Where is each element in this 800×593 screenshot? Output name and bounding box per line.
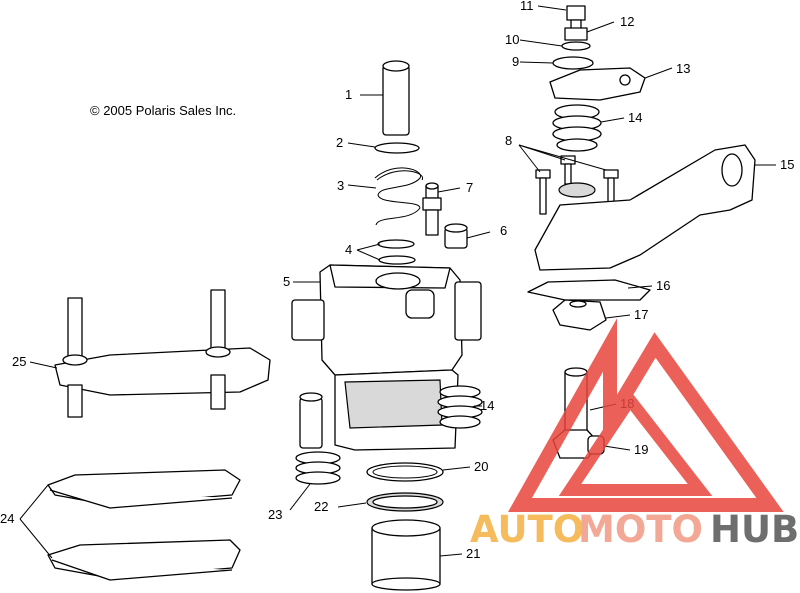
- callout-14-lower: 14: [480, 398, 494, 413]
- callout-3: 3: [337, 178, 344, 193]
- callout-2: 2: [336, 135, 343, 150]
- watermark-inner-triangle-icon: [558, 389, 713, 496]
- part-washer-10: [561, 41, 591, 51]
- part-caliper-body: [291, 264, 482, 451]
- part-caliper-pin-boot: [295, 392, 341, 485]
- callout-1: 1: [345, 87, 352, 102]
- watermark-text-auto: AUTO: [470, 508, 584, 551]
- callout-8: 8: [505, 133, 512, 148]
- callout-17: 17: [634, 307, 648, 322]
- callout-4: 4: [345, 242, 352, 257]
- callout-11: 11: [520, 0, 534, 13]
- part-brake-pad-lower: [47, 539, 241, 581]
- part-arm-13: [549, 67, 646, 101]
- part-oring-4b: [378, 255, 416, 265]
- callout-14-upper: 14: [628, 110, 642, 125]
- copyright-text: © 2005 Polaris Sales Inc.: [90, 103, 236, 118]
- callout-13: 13: [676, 61, 690, 76]
- callout-15: 15: [780, 157, 794, 172]
- part-boot-14-lower: [437, 385, 483, 429]
- part-brake-pad-upper: [47, 469, 241, 509]
- callout-12: 12: [620, 14, 634, 29]
- callout-21: 21: [466, 546, 480, 561]
- part-washer-9: [552, 56, 594, 70]
- part-mount-bracket-15: [534, 144, 756, 271]
- callout-6: 6: [500, 223, 507, 238]
- part-seal-20-inner: [372, 465, 438, 479]
- callout-19: 19: [634, 442, 648, 457]
- part-oring-4a: [377, 239, 415, 249]
- callout-20: 20: [474, 459, 488, 474]
- part-seal-22-inner: [372, 495, 438, 509]
- callout-22: 22: [314, 499, 328, 514]
- watermark-triangle-icon: [508, 318, 784, 512]
- watermark-text-moto: MOTO: [578, 508, 703, 551]
- callout-9: 9: [512, 54, 519, 69]
- part-bleeder-valve: [422, 182, 442, 236]
- part-guide-pin: [382, 60, 410, 136]
- callout-24: 24: [0, 511, 14, 526]
- callout-25: 25: [12, 354, 26, 369]
- part-boot-14-upper: [552, 104, 602, 152]
- part-nut-12: [564, 27, 588, 41]
- part-washer-2: [374, 142, 420, 154]
- part-bolts-8: [535, 155, 619, 215]
- watermark-logo: AUTO MOTO HUB: [470, 318, 799, 551]
- watermark-text-hub: HUB: [710, 508, 799, 551]
- part-spring: [374, 167, 423, 226]
- callout-labels: 1 2 3 4 5 6 7 8 9 10 11 12 13 14 14 15 1…: [0, 0, 794, 561]
- part-bushing: [444, 223, 468, 249]
- callout-10: 10: [505, 32, 519, 47]
- part-bolt-11: [566, 5, 586, 31]
- part-mount-bracket: [54, 289, 271, 418]
- part-plate-16: [527, 279, 651, 301]
- callout-5: 5: [283, 274, 290, 289]
- part-piston: [371, 519, 441, 591]
- part-spacer-17: [552, 299, 607, 331]
- callout-23: 23: [268, 507, 282, 522]
- callout-16: 16: [656, 278, 670, 293]
- callout-7: 7: [466, 180, 473, 195]
